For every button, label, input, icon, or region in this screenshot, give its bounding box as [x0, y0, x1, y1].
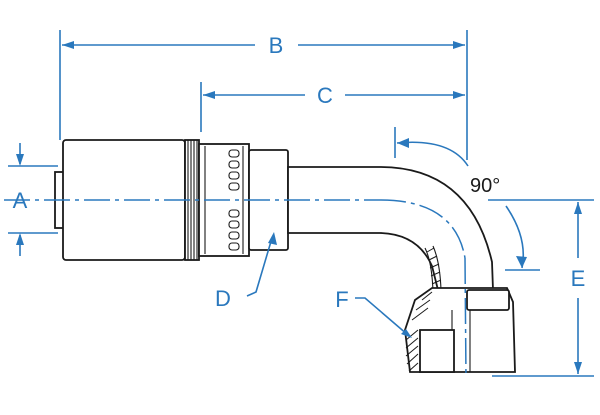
thread-hatching	[405, 291, 433, 372]
dimension-e: E	[488, 199, 594, 377]
label-f: F	[335, 287, 348, 312]
leader-f: F	[335, 287, 412, 338]
label-e: E	[571, 266, 586, 291]
dimension-c: C	[200, 82, 465, 132]
leader-d: D	[215, 232, 277, 311]
dimension-b: B	[59, 30, 468, 160]
label-d: D	[215, 286, 231, 311]
bent-tube	[287, 166, 494, 291]
dimension-angle: 90°	[394, 127, 540, 271]
fitting-body	[54, 139, 516, 373]
centerline	[4, 199, 467, 379]
label-angle: 90°	[470, 175, 500, 197]
swivel-nut	[404, 287, 516, 373]
label-b: B	[269, 33, 284, 58]
label-c: C	[317, 83, 333, 108]
